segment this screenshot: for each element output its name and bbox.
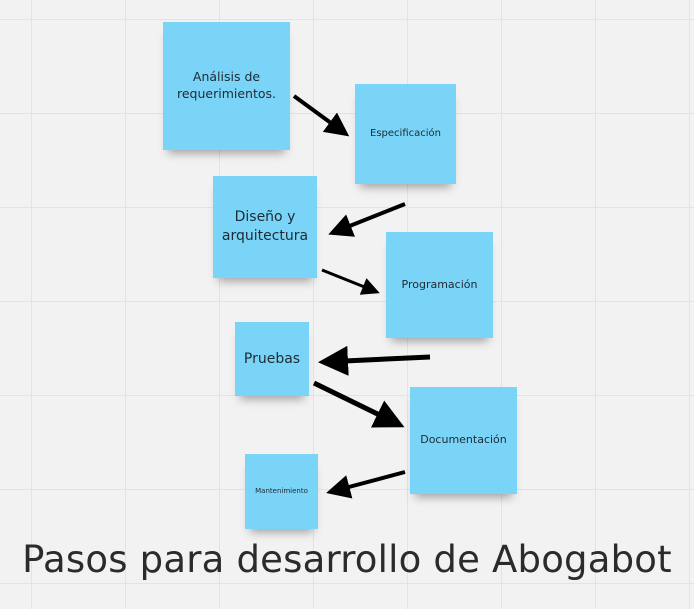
- arrow-diseno-to-programacion[interactable]: [321, 268, 380, 295]
- arrow-documentacion-to-mantenimiento[interactable]: [326, 470, 406, 499]
- sticky-note-label: Pruebas: [243, 350, 301, 367]
- arrow-especificacion-to-diseno[interactable]: [328, 202, 406, 237]
- sticky-note-label: Documentación: [420, 433, 507, 447]
- sticky-note-label: Análisis de requerimientos.: [176, 69, 276, 101]
- sticky-note-documentacion[interactable]: Documentación: [410, 387, 517, 494]
- sticky-note-programacion[interactable]: Programación: [386, 232, 493, 338]
- diagram-title: Pasos para desarrollo de Abogabot: [22, 538, 672, 581]
- sticky-note-label: Diseño y arquitectura: [221, 209, 309, 244]
- sticky-note-label: Mantenimiento: [255, 486, 308, 495]
- sticky-note-diseno[interactable]: Diseño y arquitectura: [213, 176, 317, 278]
- arrow-analisis-to-especificacion[interactable]: [292, 94, 350, 137]
- sticky-note-analisis[interactable]: Análisis de requerimientos.: [163, 22, 290, 150]
- arrow-programacion-to-pruebas[interactable]: [318, 345, 431, 376]
- sticky-note-pruebas[interactable]: Pruebas: [235, 322, 309, 396]
- arrow-pruebas-to-documentacion[interactable]: [312, 380, 405, 428]
- sticky-note-especificacion[interactable]: Especificación: [355, 84, 456, 184]
- sticky-note-label: Especificación: [370, 128, 441, 140]
- sticky-note-mantenimiento[interactable]: Mantenimiento: [245, 454, 318, 529]
- sticky-note-label: Programación: [401, 277, 478, 291]
